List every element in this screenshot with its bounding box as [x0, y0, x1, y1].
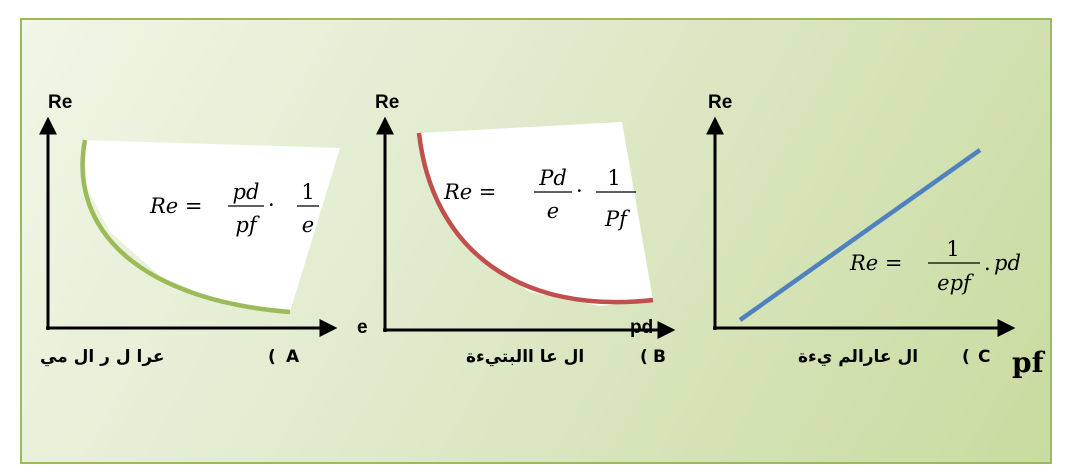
- panel-b-eq-dot: ·: [576, 179, 583, 203]
- panel-c-caption: C ( ال عارالم يءة: [798, 347, 990, 367]
- panel-c-eq-lhs: Re =: [849, 251, 903, 275]
- panel-b-x-label-right: pd: [630, 317, 653, 338]
- panel-b-eq-den1: e: [547, 199, 559, 223]
- panel-b-eq-den2: Pf: [604, 207, 630, 231]
- panel-c-line: [738, 148, 982, 322]
- panel-b-white-region: [419, 122, 653, 306]
- panel-c-y-label: Re: [708, 92, 732, 113]
- panel-c: Re pf Re = 1 epf . pd C ( ال عارالم يءة: [706, 92, 1046, 379]
- panel-a-white-region: [85, 140, 340, 312]
- panel-b-eq-num1: Pd: [538, 166, 567, 190]
- panel-b-caption-text: ال عا االبتيءة: [466, 347, 584, 367]
- panel-a-eq-den1: pf: [235, 213, 259, 237]
- panel-a-eq-den2: e: [302, 213, 314, 237]
- panel-c-eq-tail: pd: [994, 251, 1021, 275]
- panel-a-eq-num1: pd: [233, 180, 260, 204]
- panel-c-caption-letter: C: [978, 347, 990, 367]
- panel-b-curve: [416, 132, 654, 305]
- panel-a-caption-letter: A: [286, 347, 300, 367]
- panel-b-y-label: Re: [375, 92, 399, 113]
- panel-a-equation: Re = pd pf · 1 e: [149, 180, 319, 237]
- panel-a-caption-text: عرا ل ر ال مي: [40, 347, 165, 367]
- panel-c-eq-dot: .: [984, 251, 991, 275]
- panel-a-eq-dot: ·: [268, 193, 275, 217]
- panel-b-caption-letter: B: [653, 347, 666, 367]
- panel-a-caption: A ( عرا ل ر ال مي: [40, 347, 300, 367]
- panel-b-equation: Re = Pd e · 1 Pf: [443, 166, 636, 231]
- panel-a: Re Re = pd pf · 1 e A ( عرا ل ر ال مي: [39, 92, 340, 367]
- panel-c-eq-den1: epf: [937, 271, 974, 295]
- panel-a-eq-num2: 1: [301, 180, 314, 204]
- panel-a-caption-paren: (: [268, 347, 276, 367]
- panel-c-eq-num1: 1: [946, 237, 959, 261]
- panel-c-caption-text: ال عارالم يءة: [798, 347, 918, 367]
- panel-a-eq-lhs: Re =: [149, 194, 203, 218]
- panel-c-equation: Re = 1 epf . pd: [849, 237, 1021, 295]
- panel-a-y-label: Re: [48, 92, 72, 113]
- panel-b-x-label-left: e: [357, 317, 368, 338]
- panel-b-caption: B ( ال عا االبتيءة: [466, 347, 666, 367]
- panel-c-x-label: pf: [1012, 346, 1046, 379]
- panel-b-eq-lhs: Re =: [443, 180, 497, 204]
- panel-b-eq-num2: 1: [607, 166, 620, 190]
- panel-c-caption-paren: (: [962, 347, 970, 367]
- panel-b-caption-paren: (: [640, 347, 648, 367]
- panel-a-curve: [80, 139, 291, 315]
- panel-b: Re e pd Re = Pd e · 1 Pf B ( ال عا االبت…: [357, 92, 676, 367]
